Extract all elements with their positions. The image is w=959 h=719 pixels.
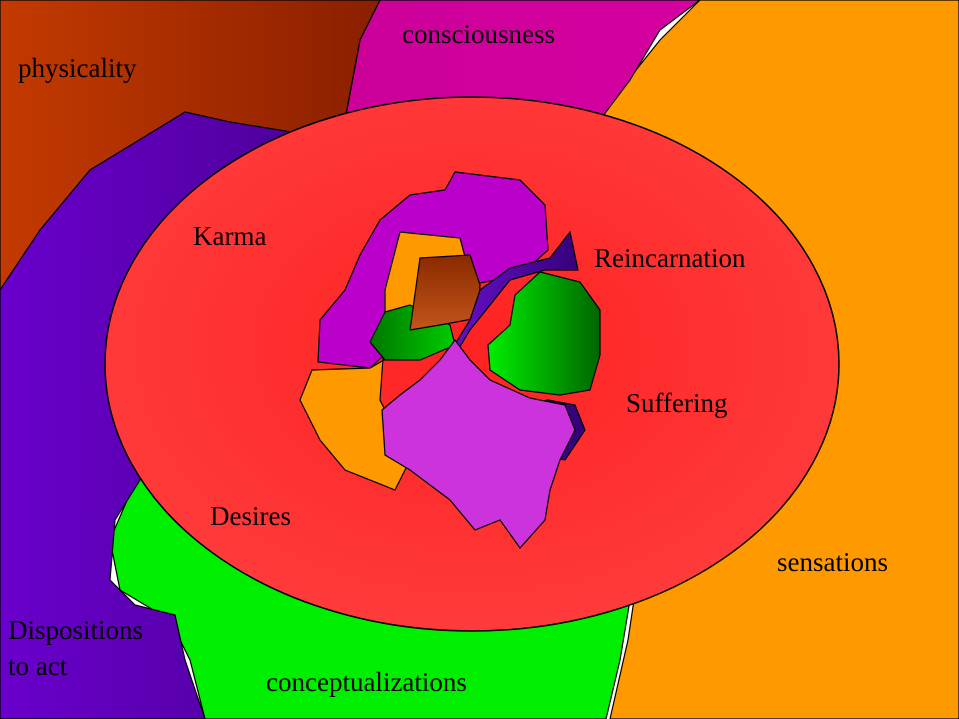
desires-label: Desires xyxy=(210,501,291,531)
physicality-label: physicality xyxy=(18,53,137,83)
center-green-right xyxy=(487,271,601,396)
dispositions-label-line2: to act xyxy=(8,651,68,681)
karma-label: Karma xyxy=(193,221,267,251)
conceptualizations-label: conceptualizations xyxy=(266,667,467,697)
dispositions-label: Dispositions to act xyxy=(8,612,178,684)
sensations-label: sensations xyxy=(777,547,888,577)
center-brown-block xyxy=(409,254,481,331)
dispositions-label-line1: Dispositions xyxy=(8,615,144,645)
consciousness-label: consciousness xyxy=(402,19,555,49)
suffering-label: Suffering xyxy=(626,388,728,418)
center-pink-shape xyxy=(381,339,576,549)
reincarnation-label: Reincarnation xyxy=(594,243,746,273)
